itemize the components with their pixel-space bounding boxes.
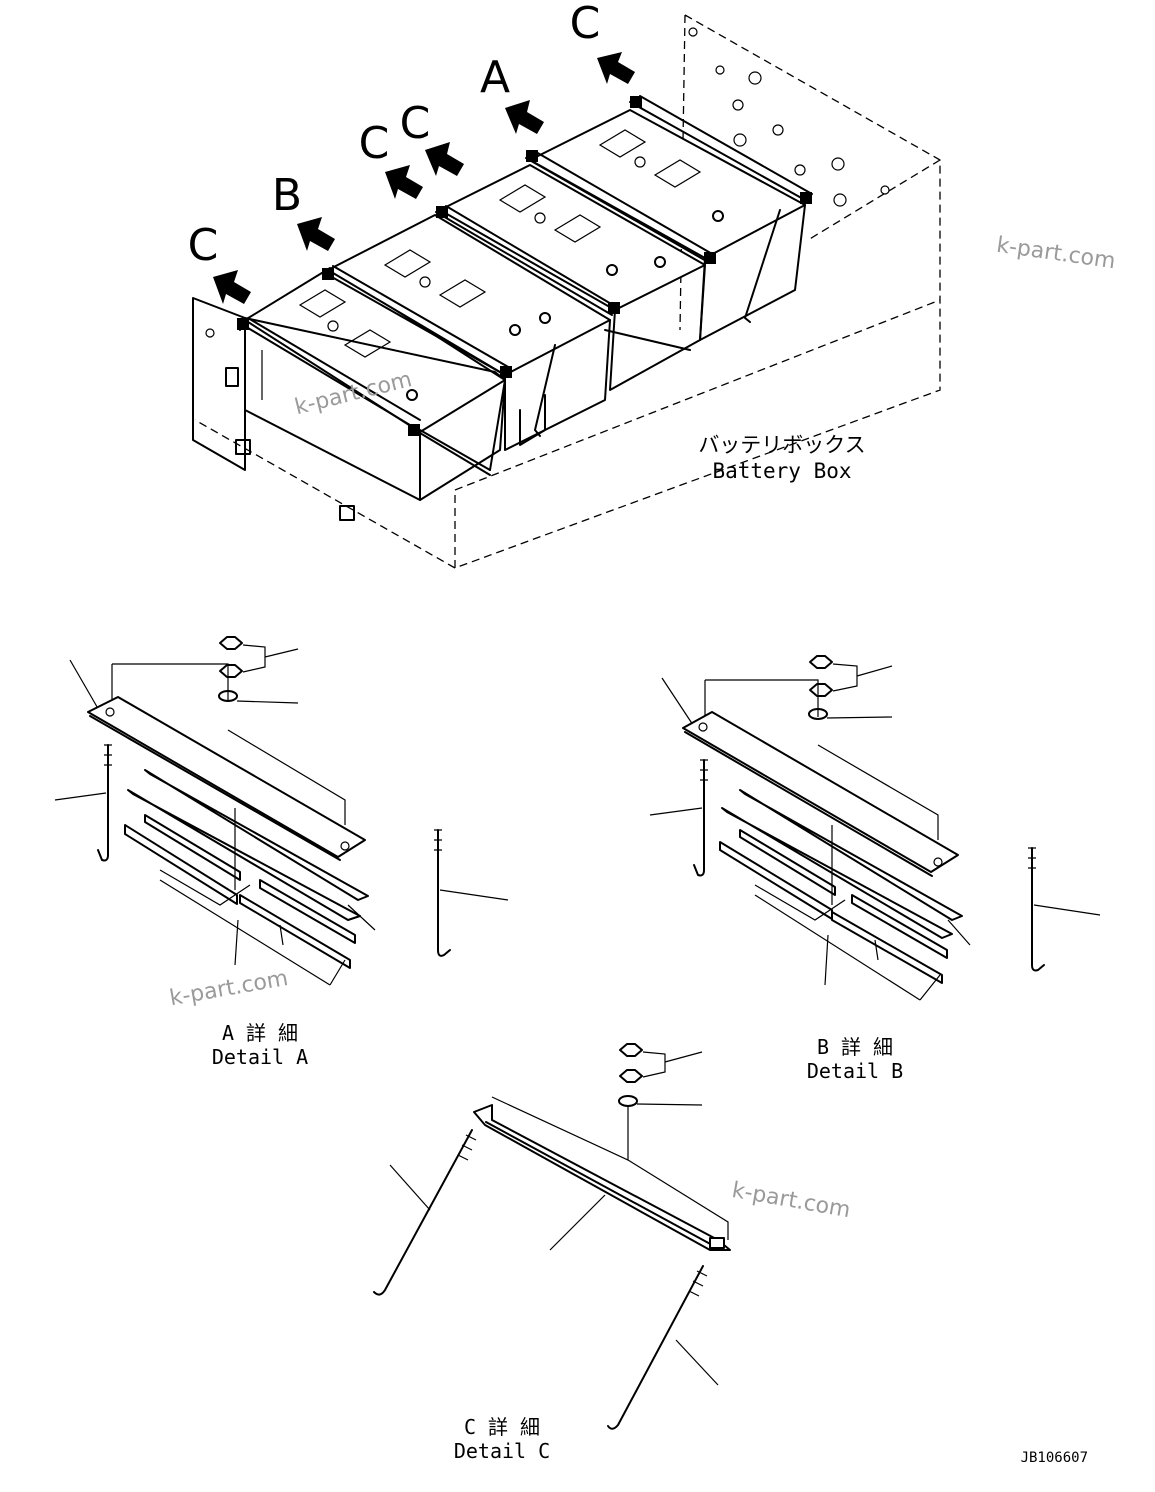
nut-icon <box>619 1043 643 1057</box>
washer-icon <box>618 1095 638 1107</box>
box-side-plate <box>192 297 246 471</box>
battery-box-assembly: C A C C B C バッテリボックス Battery Box <box>188 0 941 569</box>
terminal-nuts <box>406 210 724 401</box>
drawing-number: JB106607 <box>1021 1450 1088 1466</box>
callout-c-3: C <box>359 118 390 169</box>
nut-icon <box>619 1069 643 1083</box>
watermark-4: k-part.com <box>730 1178 852 1223</box>
battery-box-label-jp: バッテリボックス <box>698 433 865 457</box>
nut-icon <box>219 636 243 650</box>
callout-arrows <box>213 52 635 304</box>
battery-box-label-en: Battery Box <box>712 459 851 483</box>
nut-icon <box>809 655 833 669</box>
nut-icon <box>809 683 833 697</box>
callout-c-2: C <box>400 98 431 149</box>
watermark-3: k-part.com <box>168 966 290 1011</box>
battery-4 <box>529 109 806 341</box>
callout-b: B <box>272 170 302 221</box>
detail-a-drawing: A 詳 細 Detail A <box>54 636 509 1069</box>
detail-c-title-jp: C 詳 細 <box>464 1415 540 1439</box>
detail-a-title-en: Detail A <box>212 1045 308 1069</box>
panel-holes <box>205 27 890 338</box>
callout-c-1: C <box>570 0 601 49</box>
detail-b-title-en: Detail B <box>807 1059 903 1083</box>
detail-b-drawing: B 詳 細 Detail B <box>649 655 1101 1083</box>
detail-c-drawing: C 詳 細 Detail C <box>373 1043 731 1463</box>
detail-c-title-en: Detail C <box>454 1439 550 1463</box>
watermark-1: k-part.com <box>995 233 1117 274</box>
detail-b-title-jp: B 詳 細 <box>817 1035 893 1059</box>
callout-c-4: C <box>188 220 219 271</box>
detail-a-title-jp: A 詳 細 <box>222 1021 298 1045</box>
nut-icon <box>219 664 243 678</box>
callout-a: A <box>480 52 510 103</box>
